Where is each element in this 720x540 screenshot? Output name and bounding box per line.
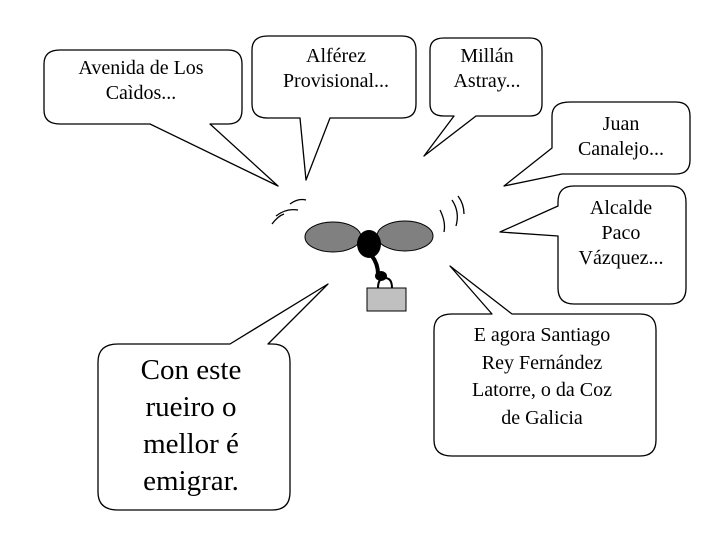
motion-line [289, 198, 307, 205]
bubble-text-avenida: Avenida de Los Caìdos... [78, 57, 204, 104]
speech-bubble-agora [433, 265, 657, 457]
bubble-text-juan: Juan Canalejo... [577, 113, 665, 160]
bubble-text-emigrar: Con este rueiro o mellor é emigrar. [140, 354, 242, 498]
speech-bubble-alcalde [499, 185, 687, 305]
speech-bubble-juan [503, 101, 691, 187]
fly-body [357, 230, 381, 258]
motion-line [439, 209, 446, 233]
suitcase-handle [377, 276, 393, 289]
speech-bubble-millan [423, 37, 543, 157]
bubble-text-alcalde: Alcalde Paco Vázquez... [578, 197, 664, 269]
suitcase [366, 287, 407, 312]
bubble-text-millan: Millán Astray... [453, 45, 521, 92]
bubble-text-alferez: Alférez Provisional... [282, 45, 390, 92]
fly-arm [370, 254, 380, 276]
right-wing [376, 220, 434, 252]
motion-line [275, 208, 299, 217]
speech-bubble-avenida [43, 49, 279, 187]
fly-character [271, 195, 465, 312]
bubble-text-agora: E agora Santiago Rey Fernández Latorre, … [472, 324, 612, 429]
speech-bubble-emigrar [97, 283, 329, 511]
speech-bubble-alferez [251, 35, 417, 181]
left-wing [304, 221, 362, 253]
motion-line [457, 195, 465, 215]
motion-line [271, 213, 285, 225]
motion-line [451, 199, 458, 227]
